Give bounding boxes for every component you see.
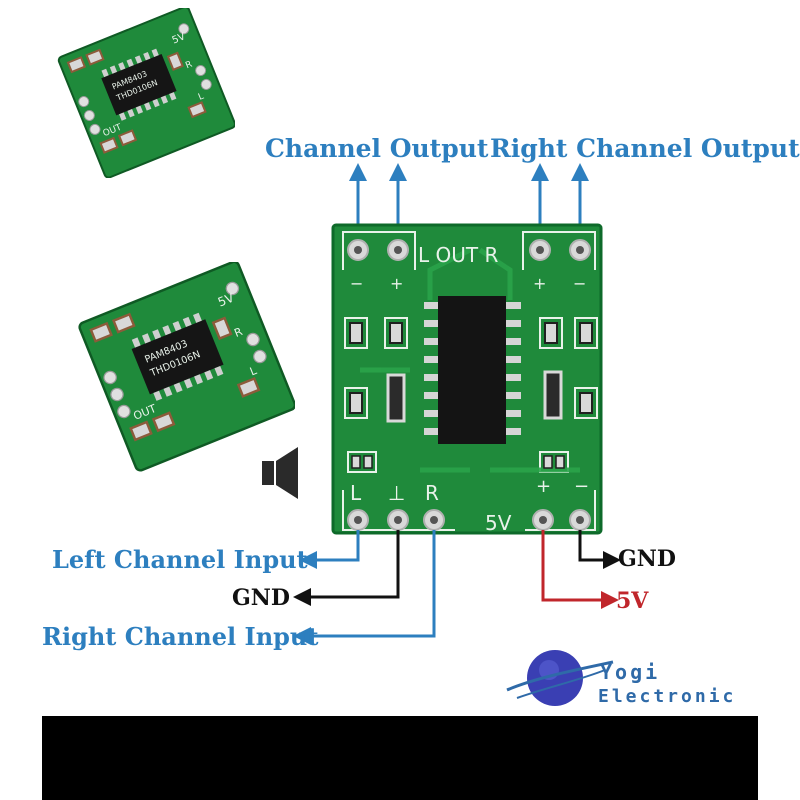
thumbnail-board-middle: PAM8403 THD0106N 5V R L OUT (78, 262, 295, 472)
label-gnd-input: GND (232, 585, 290, 611)
thumbnail2-silk-l: L (248, 364, 259, 379)
thumbnail-silk-l: L (197, 92, 205, 103)
label-5v-power: 5V (616, 588, 649, 614)
board-silk-r: R (425, 481, 439, 505)
label-right-channel-input: Right Channel Input (42, 622, 319, 651)
brand-logo-icon (506, 650, 614, 706)
wire-5v-power (541, 530, 619, 609)
brand-name-line1: Yogi (600, 660, 661, 684)
board-silk-gnd-symbol: ⊥ (388, 481, 405, 505)
board-silk-plus-left: + (390, 274, 403, 293)
label-left-channel-input: Left Channel Input (52, 545, 308, 574)
board-silk-l: L (350, 481, 362, 505)
thumbnail-silk-r: R (184, 60, 194, 72)
label-channel-output: Channel Output (265, 134, 489, 163)
thumbnail2-silk-5v: 5V (216, 290, 237, 309)
wire-gnd-power (578, 530, 621, 569)
board-silk-lout-r: L OUT R (418, 243, 498, 267)
board-silk-minus-power: − (574, 476, 589, 497)
board-silk-plus-right: + (533, 274, 546, 293)
board-silk-minus-left: − (350, 274, 363, 293)
thumbnail-board-top: PAM8403 THD0106N 5V R L OUT (57, 8, 235, 178)
amplifier-chip (424, 296, 521, 444)
bottom-black-bar (42, 716, 758, 800)
label-gnd-power: GND (618, 546, 676, 572)
wire-right-input (293, 530, 436, 645)
board-silk-plus-power: + (536, 476, 551, 497)
wire-left-input (299, 530, 360, 569)
brand-name-line2: Electronic (598, 686, 737, 707)
thumbnail-silk-5v: 5V (171, 31, 188, 46)
label-right-channel-output: Right Channel Output (490, 134, 800, 163)
board-silk-minus-right: − (573, 274, 586, 293)
speaker-icon (262, 447, 298, 499)
board-silk-5v: 5V (485, 511, 512, 535)
wire-gnd-input (293, 530, 400, 606)
